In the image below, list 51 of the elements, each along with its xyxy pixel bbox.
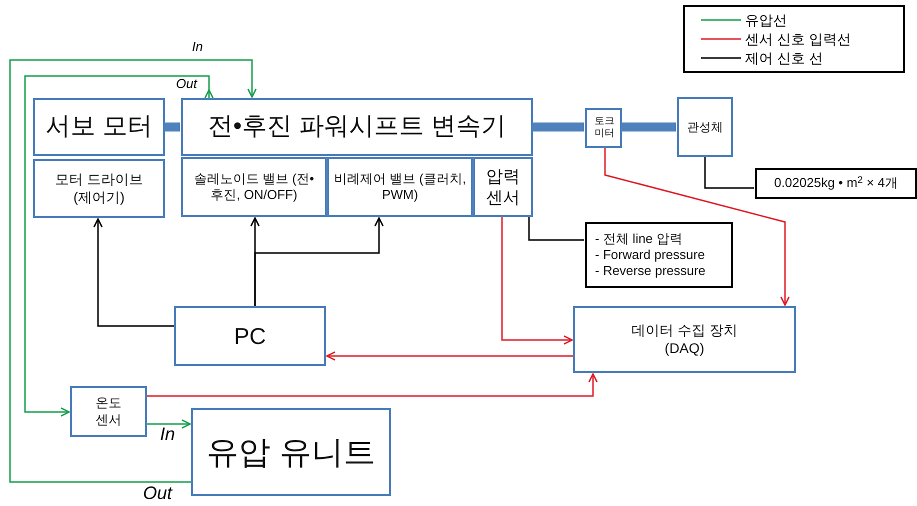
shaft-connector	[533, 122, 584, 132]
arrow	[9, 59, 257, 483]
arrow	[147, 419, 191, 429]
leader-line	[704, 157, 754, 189]
arrow	[93, 218, 174, 327]
node-label: 솔레노이드 밸브 (전•후진, ON/OFF)	[192, 170, 316, 204]
arrow	[501, 217, 573, 345]
process-box	[473, 157, 533, 217]
node-label: 서보 모터	[44, 111, 154, 142]
process-box	[174, 306, 326, 366]
callout-box	[755, 168, 917, 199]
node-label: 전•후진 파워시프트 변속기	[207, 111, 507, 142]
arrow	[254, 217, 384, 306]
process-box	[33, 98, 165, 156]
shaft-connector	[622, 122, 676, 132]
process-box	[181, 157, 327, 217]
leader-line	[528, 217, 584, 241]
node-label: 온도 센서	[94, 395, 122, 428]
process-box	[327, 157, 473, 217]
arrow	[326, 351, 573, 361]
list-item: - Forward pressure	[595, 246, 705, 264]
process-box	[573, 306, 796, 373]
node-label: 유압 유니트	[206, 433, 376, 472]
process-box	[181, 98, 533, 156]
edge-label: In	[190, 40, 205, 53]
process-box	[70, 386, 147, 437]
edge-label: Out	[174, 77, 199, 90]
node-label: PC	[233, 322, 267, 350]
process-box	[677, 97, 733, 157]
legend-text: 센서 신호 입력선	[745, 32, 851, 46]
arrow	[147, 373, 598, 397]
node-label: 압력 센서	[485, 166, 521, 208]
edge-label: In	[158, 425, 178, 443]
arrow	[604, 148, 790, 306]
list-item: - 전체 line 압력	[595, 230, 682, 247]
node-label: 관성체	[686, 120, 724, 134]
port-label: Out	[143, 484, 172, 502]
process-box	[191, 408, 391, 496]
node-label: 토크 미터	[594, 116, 616, 140]
legend-text: 제어 신호 선	[745, 51, 823, 65]
arrow	[24, 75, 214, 417]
list-item: - Reverse pressure	[595, 263, 706, 280]
legend-text: 유압선	[745, 13, 787, 27]
node-label: 비례제어 밸브 (클러치, PWM)	[332, 170, 468, 204]
node-label: 데이터 수집 장치 (DAQ)	[630, 322, 738, 357]
node-label: 0.02025kg • m$^{2}$ × 4개	[773, 175, 899, 192]
process-box	[585, 108, 622, 148]
node-label: 모터 드라이브 (제어기)	[54, 171, 144, 206]
shaft-connector	[165, 122, 180, 132]
process-box	[33, 159, 165, 218]
callout-box	[585, 222, 733, 288]
